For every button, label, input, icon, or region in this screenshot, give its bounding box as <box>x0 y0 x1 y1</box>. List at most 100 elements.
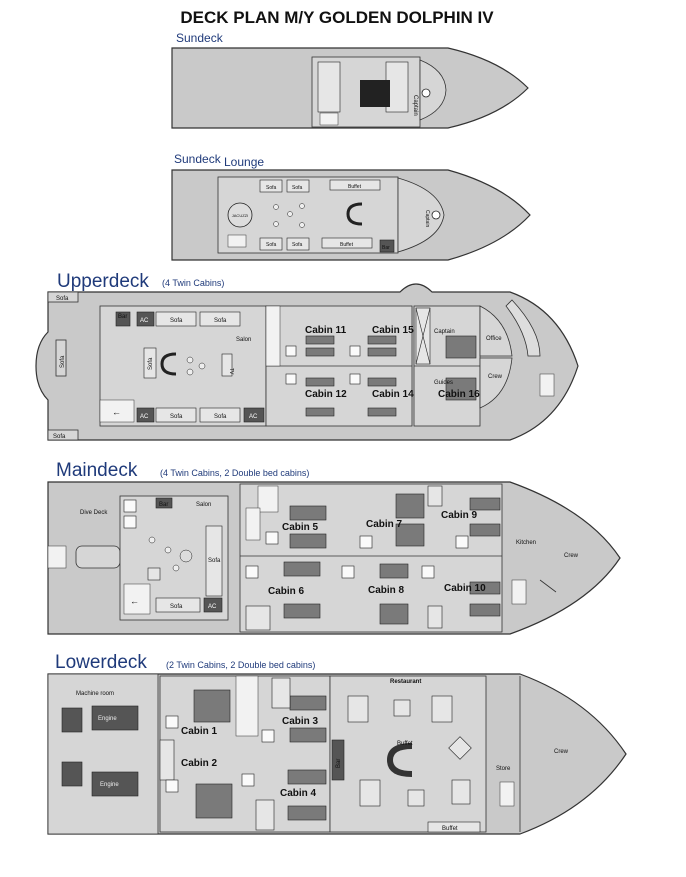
sundeck-bridge <box>419 59 447 121</box>
lower-buffet-counter <box>386 743 413 777</box>
upper-ac-2 <box>136 407 155 423</box>
upper-sofa-top-left <box>47 291 79 303</box>
upper-bar-counter <box>160 352 177 376</box>
stool <box>172 564 180 572</box>
upper-sofa-c <box>155 407 197 423</box>
bow-line <box>539 579 557 593</box>
store-label: Store <box>496 766 511 772</box>
bed <box>445 377 477 401</box>
main-stair <box>123 583 151 615</box>
upper-bar-label: Bar <box>118 314 127 320</box>
main-sofa-side <box>205 525 223 597</box>
main-bar <box>155 497 173 509</box>
lounge-sofa-1 <box>259 179 283 193</box>
cabin-11-label: Cabin 11 <box>305 325 347 336</box>
lower-stair <box>235 675 259 737</box>
restaurant-label: Restaurant <box>390 679 421 685</box>
wc <box>359 535 373 549</box>
cabin-6-label: Cabin 6 <box>268 586 305 597</box>
bed <box>367 335 397 345</box>
cabin-2-label: Cabin 2 <box>181 758 218 769</box>
lower-bow-stair <box>499 781 515 807</box>
stool <box>273 221 279 227</box>
main-ac-label: AC <box>208 604 217 610</box>
lounge-buffet-1-label: Buffet <box>348 184 362 190</box>
bow-stair <box>511 579 527 605</box>
upperdeck: Upperdeck (4 Twin Cabins) Sofa Sofa Sofa… <box>35 271 579 441</box>
upper-bar <box>115 311 131 327</box>
main-ac <box>203 597 223 613</box>
x-line <box>415 307 431 365</box>
engine-block <box>61 707 83 733</box>
dining-table <box>347 695 369 723</box>
cabin-10-label: Cabin 10 <box>444 583 486 594</box>
dining-table <box>431 695 453 723</box>
main-bar-label: Bar <box>159 502 168 508</box>
bed <box>289 695 327 711</box>
arrow-left-icon: ← <box>130 596 139 606</box>
lounge-sofa-3 <box>259 237 283 251</box>
wc <box>421 565 435 579</box>
sundeck-sunbeds-left <box>317 61 341 113</box>
sundeck-label: Sundeck <box>176 31 224 45</box>
x-box <box>427 605 443 629</box>
lower-crew-label: Crew <box>554 749 569 755</box>
upperdeck-note: (4 Twin Cabins) <box>162 278 224 288</box>
main-sofa-side-label: Sofa <box>208 558 221 564</box>
main-salon-label: Salon <box>196 502 211 508</box>
x-box <box>159 739 175 781</box>
upper-ac-3 <box>243 407 265 423</box>
lounge-sofa-3-label: Sofa <box>266 242 277 248</box>
buffet-top-label: Buffet <box>397 741 413 747</box>
stool <box>273 204 279 210</box>
wc <box>455 535 469 549</box>
bed <box>289 533 327 549</box>
lounge-label-a: Sundeck <box>174 152 222 166</box>
main-stair-stern <box>47 545 67 569</box>
dive-deck-label: Dive Deck <box>80 510 108 516</box>
bed <box>367 407 397 417</box>
engine-2-label: Engine <box>100 782 119 788</box>
bed <box>289 505 327 521</box>
buffet-bottom <box>427 821 481 833</box>
upper-sofa-d-label: Sofa <box>214 414 227 420</box>
upper-captain-label: Captain <box>434 329 455 335</box>
upper-sofa-a-label: Sofa <box>170 318 183 324</box>
lounge-captain: Captain <box>424 210 430 227</box>
cabin-14-label: Cabin 14 <box>372 389 414 400</box>
stool <box>287 211 293 217</box>
main-dive-table <box>75 545 121 569</box>
upper-tv <box>221 353 233 377</box>
helm-icon <box>431 210 441 220</box>
engine-block <box>61 761 83 787</box>
upper-crew <box>479 357 513 409</box>
dining-table <box>393 699 411 717</box>
bed <box>305 335 335 345</box>
lounge-bar-counter <box>346 202 363 226</box>
main-stair-2 <box>257 485 279 513</box>
lounge-buffet-2-label: Buffet <box>340 242 354 248</box>
jacuzzi <box>227 202 253 228</box>
upper-office-label: Office <box>486 336 502 342</box>
bed <box>287 769 327 785</box>
cabin-15-label: Cabin 15 <box>372 325 414 336</box>
wc <box>341 565 355 579</box>
bed <box>289 727 327 743</box>
maindeck-note: (4 Twin Cabins, 2 Double bed cabins) <box>160 468 309 478</box>
bed <box>283 561 321 577</box>
wc <box>123 515 137 529</box>
upper-sofa-side <box>55 339 67 377</box>
upper-ac-2-label: AC <box>140 414 149 420</box>
lounge-stair <box>227 234 247 248</box>
bed <box>305 407 335 417</box>
upper-stair-2 <box>265 305 281 367</box>
bed <box>445 335 477 359</box>
upper-sofa-bottom-left <box>47 429 79 441</box>
stool <box>299 203 305 209</box>
bed <box>305 347 335 357</box>
wc <box>165 715 179 729</box>
page-title: DECK PLAN M/Y GOLDEN DOLPHIN IV <box>180 8 494 27</box>
stool <box>148 536 156 544</box>
lounge-sofa-1-label: Sofa <box>266 185 277 191</box>
bed <box>395 493 425 519</box>
